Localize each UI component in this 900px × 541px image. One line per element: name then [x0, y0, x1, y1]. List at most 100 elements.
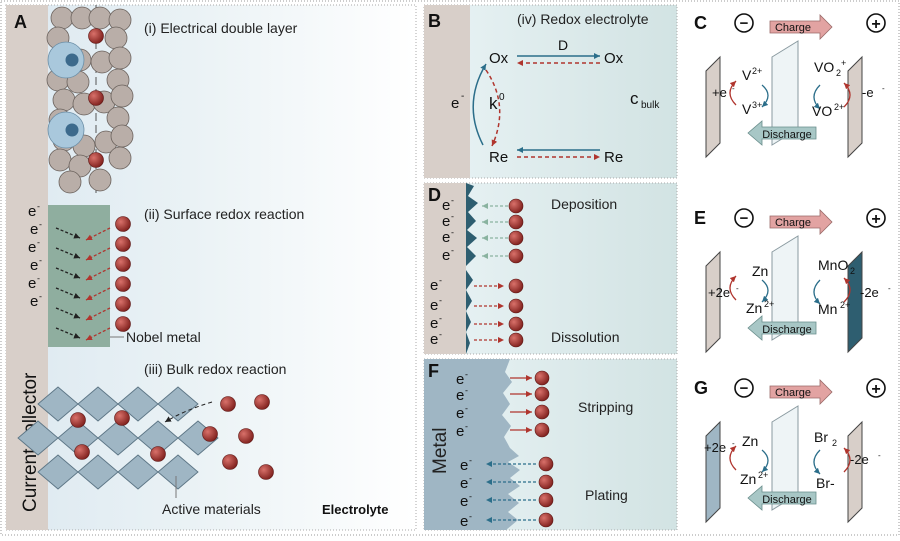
- panel-b-electron: e: [451, 95, 459, 112]
- ion: [508, 278, 524, 294]
- electron-sign: -: [39, 219, 42, 229]
- electron-label: e: [456, 387, 464, 404]
- electron-sign: -: [465, 385, 468, 395]
- br2-species: Br: [814, 429, 828, 445]
- ion: [202, 426, 218, 442]
- right-blue-arrow: [813, 84, 821, 110]
- electron-label: e: [430, 331, 438, 348]
- positive-electrode: [847, 250, 863, 354]
- left-electron-label: +2e: [708, 285, 730, 300]
- panel-d-letter: D: [428, 185, 441, 205]
- electron-transfer-arrow: [55, 267, 81, 279]
- v3-species-sup: 3+: [752, 100, 762, 110]
- active-materials-label: Active materials: [162, 501, 261, 517]
- mn2-species: Mn: [818, 301, 837, 317]
- electron-label: e: [30, 221, 38, 238]
- electron-transfer-arrow: [55, 327, 81, 339]
- mn2-species-sup: 2+: [840, 300, 850, 310]
- active-material-unit: [157, 454, 199, 490]
- noble-metal-layer: [48, 205, 110, 347]
- v3-species: V: [742, 101, 752, 117]
- cbulk-sub: bulk: [641, 100, 660, 111]
- ion: [115, 276, 131, 292]
- panel-b: B (iv) Redox electrolyte Ox Ox Re Re D e…: [423, 4, 678, 179]
- solvent-molecule: [52, 88, 76, 112]
- ion: [534, 404, 550, 420]
- ion: [115, 216, 131, 232]
- positive-sign: +: [871, 16, 880, 33]
- zn-species: Zn: [752, 263, 768, 279]
- ion: [150, 446, 166, 462]
- negative-terminal: [734, 378, 754, 398]
- right-electron-label: -2e: [860, 285, 879, 300]
- stripping-label: Stripping: [578, 399, 633, 415]
- ion: [258, 464, 274, 480]
- active-material-unit: [77, 454, 119, 490]
- solvent-molecule: [108, 46, 132, 70]
- active-material-unit: [157, 386, 199, 422]
- noble-metal-label: Nobel metal: [126, 329, 201, 345]
- zn2-species: Zn: [740, 471, 756, 487]
- negative-sign: −: [740, 210, 749, 227]
- ion: [222, 454, 238, 470]
- solvent-molecule: [48, 148, 72, 172]
- active-material-unit: [117, 454, 159, 490]
- electron-sign: -: [37, 201, 40, 211]
- positive-electrode: [847, 55, 863, 159]
- solvent-molecule: [58, 170, 82, 194]
- panel-d-electrode: [424, 183, 466, 354]
- charge-label: Charge: [775, 217, 811, 229]
- rate-constant-label: k: [489, 94, 498, 113]
- ion: [538, 492, 554, 508]
- charge-arrow: [769, 379, 833, 405]
- right-blue-arrow: [813, 279, 821, 305]
- ion: [88, 152, 104, 168]
- edl-title: (i) Electrical double layer: [144, 20, 298, 36]
- negative-electrode: [705, 55, 721, 159]
- mno2-species-sub: 2: [850, 266, 855, 276]
- solvent-molecule: [108, 146, 132, 170]
- solvent-molecule: [110, 124, 134, 148]
- ion: [538, 456, 554, 472]
- electron-label: e: [456, 405, 464, 422]
- ion: [508, 248, 524, 264]
- positive-terminal: [866, 208, 886, 228]
- electron-sign: -: [451, 227, 454, 237]
- electron-label: e: [30, 257, 38, 274]
- negative-electrode: [705, 420, 721, 524]
- electron-transfer-arrow: [55, 307, 81, 319]
- panel-f: F Metal e-e-e-e-e-e-e-e- Stripping Plati…: [423, 358, 678, 531]
- electron-sign: -: [451, 245, 454, 255]
- active-material-unit: [37, 454, 79, 490]
- reduction-arrow: [85, 307, 111, 321]
- electron-sign: -: [469, 491, 472, 501]
- surface-redox-arrows: [55, 227, 111, 341]
- ion: [538, 512, 554, 528]
- ion: [115, 236, 131, 252]
- charge-arrow: [769, 209, 833, 235]
- reduction-arrow: [85, 227, 111, 241]
- left-electron-sign: -: [732, 439, 735, 448]
- ion: [534, 370, 550, 386]
- active-material-unit: [117, 386, 159, 422]
- right-electron-sign: -: [888, 284, 891, 293]
- ion: [534, 422, 550, 438]
- negative-terminal: [734, 208, 754, 228]
- deposition-label: Deposition: [551, 196, 617, 212]
- ox-bulk-label: Ox: [604, 50, 624, 67]
- surface-title: (ii) Surface redox reaction: [144, 206, 304, 222]
- negative-electrode: [705, 250, 721, 354]
- metal-anode: [424, 359, 520, 530]
- ion: [508, 332, 524, 348]
- vo2-species-sup: 2+: [834, 102, 844, 112]
- ion: [508, 198, 524, 214]
- electron-sign: -: [439, 313, 442, 323]
- bulk-ions: [70, 394, 274, 480]
- electron-sign: -: [469, 455, 472, 465]
- vo2p-species: VO: [814, 59, 834, 75]
- discharge-label: Discharge: [762, 324, 812, 336]
- zn2-species: Zn: [746, 300, 762, 316]
